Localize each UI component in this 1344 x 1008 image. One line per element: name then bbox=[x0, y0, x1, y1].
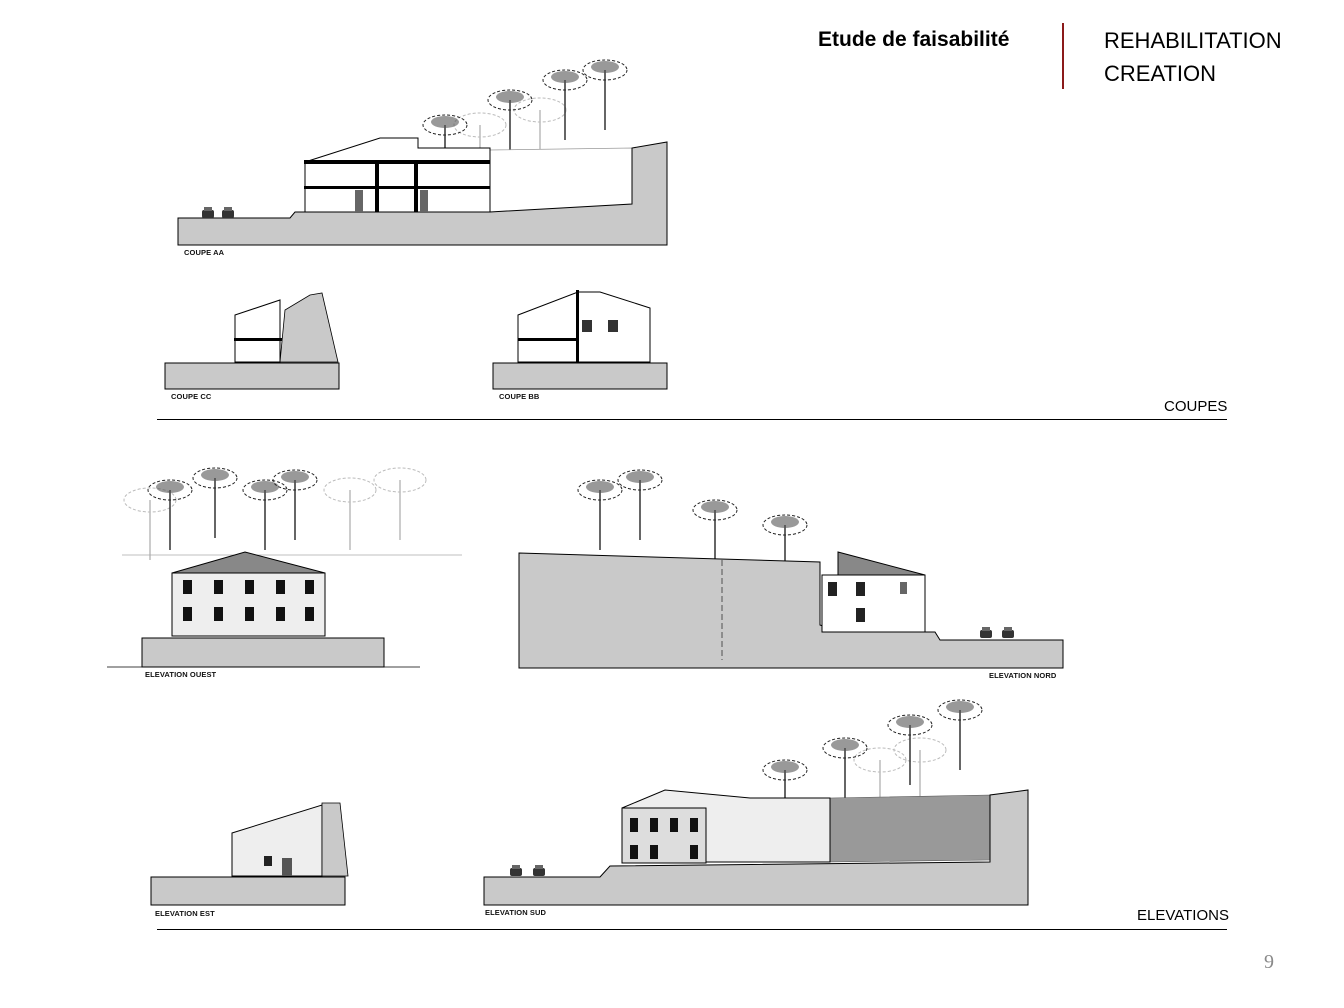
section-label-elevations: ELEVATIONS bbox=[1137, 907, 1229, 924]
elevation-est-drawing bbox=[150, 802, 349, 906]
elevation-nord-drawing bbox=[518, 469, 1064, 669]
caption-coupe-cc: COUPE CC bbox=[171, 392, 212, 401]
subtitle-line1: REHABILITATION bbox=[1104, 28, 1282, 53]
page-number: 9 bbox=[1264, 951, 1274, 973]
caption-coupe-aa: COUPE AA bbox=[184, 248, 225, 257]
elevations-divider bbox=[157, 929, 1227, 930]
caption-elevation-nord: ELEVATION NORD bbox=[989, 671, 1057, 680]
page-title: Etude de faisabilité bbox=[818, 28, 1010, 51]
coupe-aa-drawing bbox=[177, 59, 668, 246]
subtitle-line2: CREATION bbox=[1104, 61, 1217, 86]
section-label-coupes: COUPES bbox=[1164, 398, 1228, 415]
coupes-divider bbox=[157, 419, 1227, 420]
caption-elevation-est: ELEVATION EST bbox=[155, 909, 215, 918]
coupe-bb-drawing bbox=[492, 290, 668, 390]
caption-coupe-bb: COUPE BB bbox=[499, 392, 540, 401]
title-divider bbox=[1062, 23, 1064, 89]
caption-elevation-sud: ELEVATION SUD bbox=[485, 908, 547, 917]
elevation-ouest-drawing bbox=[107, 467, 462, 668]
elevation-sud-drawing bbox=[483, 699, 1029, 906]
coupe-cc-drawing bbox=[164, 292, 340, 390]
caption-elevation-ouest: ELEVATION OUEST bbox=[145, 670, 217, 679]
